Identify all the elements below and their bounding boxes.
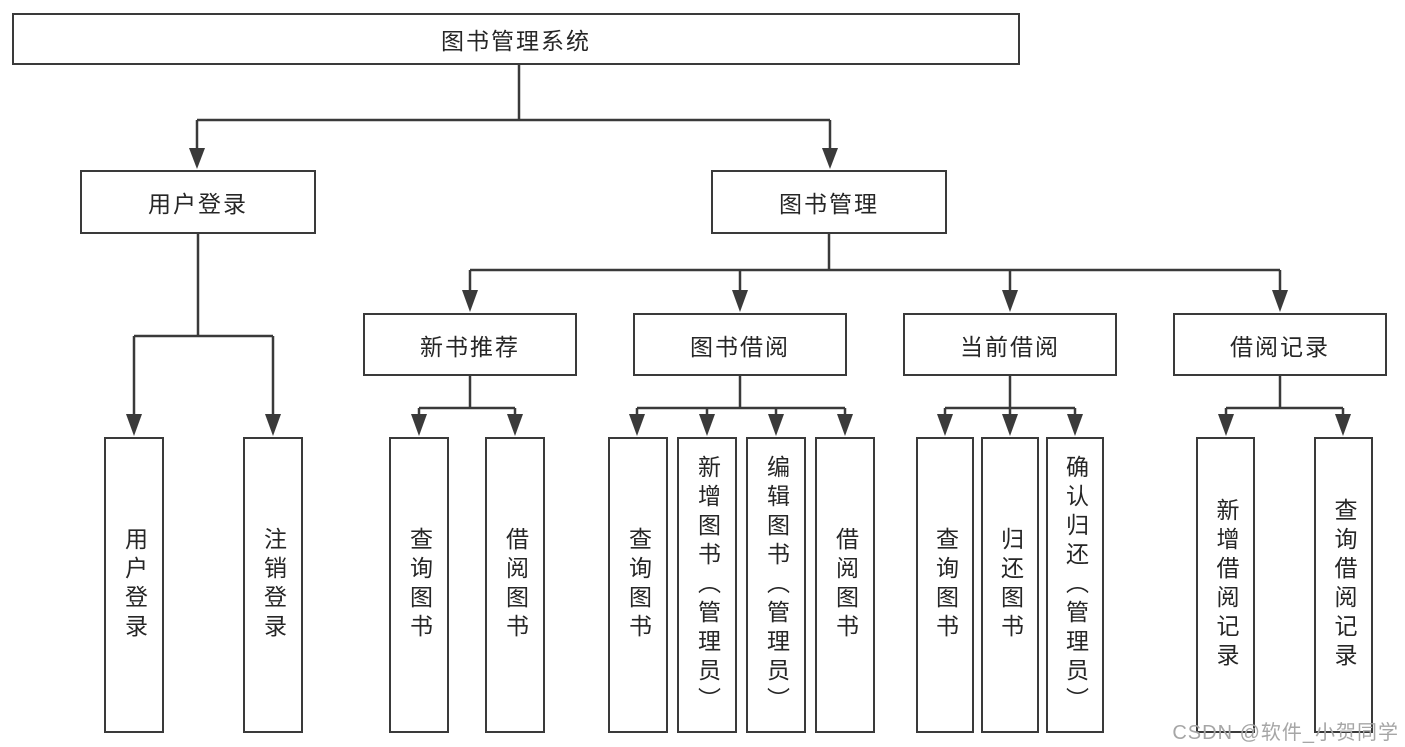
- leaf-query-borrow-record: 查询借阅记录: [1314, 437, 1373, 733]
- node-book-management: 图书管理: [711, 170, 947, 234]
- node-borrow-records: 借阅记录: [1173, 313, 1387, 376]
- leaf-add-borrow-record: 新增借阅记录: [1196, 437, 1255, 733]
- leaf-user-login: 用户登录: [104, 437, 164, 733]
- leaf-borrow-books-recommend: 借阅图书: [485, 437, 545, 733]
- leaf-query-books-recommend: 查询图书: [389, 437, 449, 733]
- leaf-return-books: 归还图书: [981, 437, 1039, 733]
- edge-borrow-records-to-leaves: [1218, 376, 1351, 436]
- leaf-edit-books-admin: 编辑图书（管理员）: [746, 437, 806, 733]
- edge-root-to-level1: [189, 65, 838, 169]
- leaf-query-books-borrow: 查询图书: [608, 437, 668, 733]
- csdn-watermark: CSDN @软件_小贺同学: [1172, 722, 1399, 744]
- leaf-confirm-return-admin: 确认归还（管理员）: [1046, 437, 1104, 733]
- edge-book-borrow-to-leaves: [629, 376, 853, 436]
- node-user-login: 用户登录: [80, 170, 316, 234]
- node-root-system: 图书管理系统: [12, 13, 1020, 65]
- node-new-book-recommend: 新书推荐: [363, 313, 577, 376]
- node-current-borrow: 当前借阅: [903, 313, 1117, 376]
- node-book-borrow: 图书借阅: [633, 313, 847, 376]
- leaf-add-books-admin: 新增图书（管理员）: [677, 437, 737, 733]
- leaf-query-books-current: 查询图书: [916, 437, 974, 733]
- edge-book-mgmt-to-level2: [462, 234, 1288, 312]
- leaf-borrow-books: 借阅图书: [815, 437, 875, 733]
- edge-user-login-to-leaves: [126, 234, 281, 436]
- edge-current-borrow-to-leaves: [937, 376, 1083, 436]
- edge-new-books-to-leaves: [411, 376, 523, 436]
- leaf-logout: 注销登录: [243, 437, 303, 733]
